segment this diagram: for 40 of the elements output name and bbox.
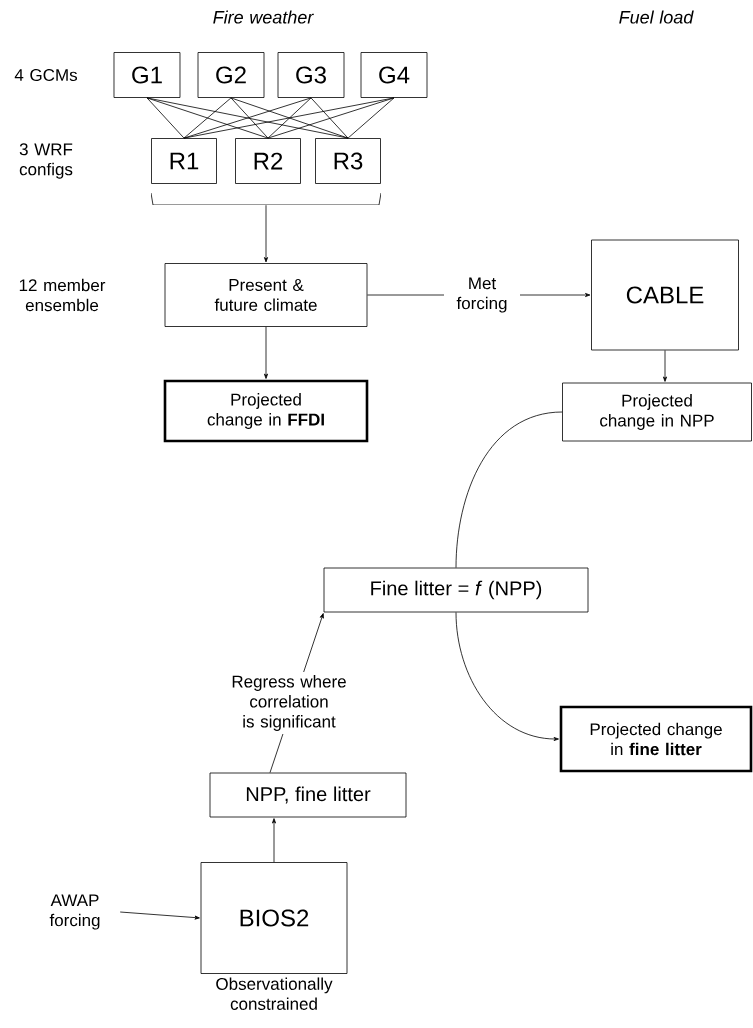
connector-line: [310, 97, 349, 139]
process-box: Present & future climate: [164, 263, 368, 327]
connector-line: [347, 97, 395, 139]
model-box: G2: [197, 52, 265, 98]
output-box: Projected change in FFDI: [163, 379, 369, 443]
column-heading: Fire weather: [213, 10, 314, 24]
process-box: Projected change in NPP: [562, 382, 752, 442]
node-caption: Observationally constrained: [216, 977, 333, 1010]
row-label: 4 GCMs: [14, 69, 77, 82]
output-box: Projected change in fine litter: [559, 705, 753, 773]
model-box: G4: [360, 52, 428, 98]
bracket: [151, 193, 381, 205]
connector-line: [267, 97, 312, 139]
connector-line: [146, 97, 185, 139]
model-box: CABLE: [591, 239, 739, 351]
input-label: AWAP forcing: [49, 894, 100, 930]
connector-line: [267, 97, 395, 139]
arrow: [272, 818, 276, 863]
edge-label: Met forcing: [444, 274, 520, 316]
data-box: NPP, fine litter: [209, 772, 407, 818]
connector-line: [183, 97, 232, 139]
model-box: G3: [277, 52, 345, 98]
arrow: [455, 612, 559, 741]
connector-line: [230, 97, 269, 139]
arrow: [663, 350, 667, 382]
edge-label: Regress where correlation is significant: [211, 672, 367, 734]
arrow: [264, 204, 268, 263]
connector-line: [230, 97, 349, 139]
arrow: [264, 326, 268, 379]
connector-line: [455, 411, 563, 568]
process-box: Fine litter = f (NPP): [323, 567, 589, 613]
row-label: 3 WRF configs: [19, 143, 73, 179]
config-box: R1: [151, 138, 217, 184]
config-box: R3: [315, 138, 381, 184]
model-box: BIOS2: [200, 862, 348, 974]
arrow: [119, 911, 200, 920]
model-box: G1: [113, 52, 181, 98]
row-label: 12 member ensemble: [19, 278, 106, 312]
column-heading: Fuel load: [619, 10, 694, 24]
config-box: R2: [235, 138, 301, 184]
